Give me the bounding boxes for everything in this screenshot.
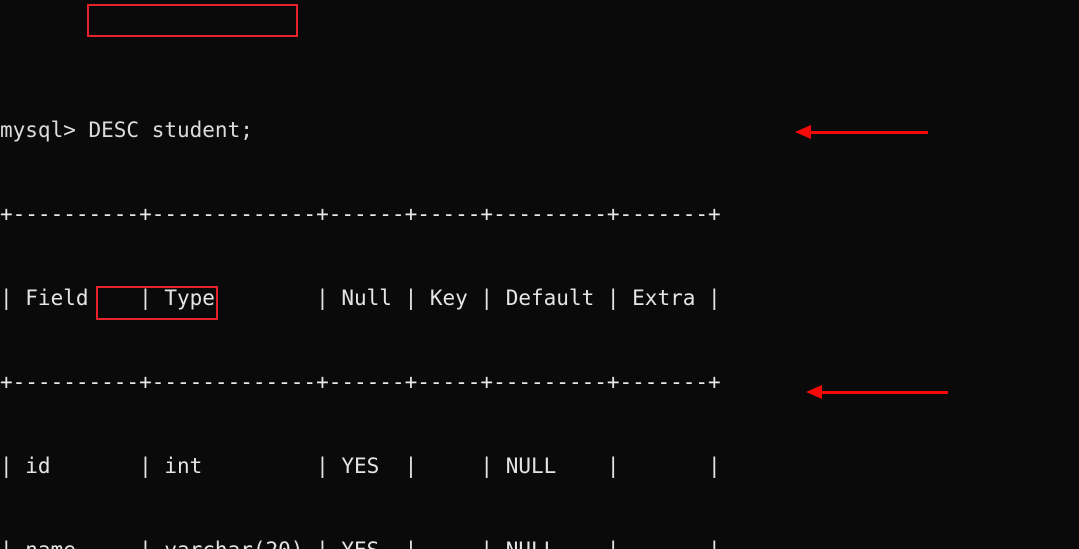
annotation-arrow-1 (795, 124, 928, 140)
table-1-top-rule: +----------+-------------+------+-----+-… (0, 202, 721, 226)
terminal-output: mysql> DESC student; +----------+-------… (0, 118, 721, 549)
arrow-shaft (816, 391, 948, 394)
annotation-arrow-2 (806, 384, 948, 400)
arrow-shaft (805, 131, 928, 134)
arrow-head-icon (806, 385, 822, 399)
table-1-mid-rule: +----------+-------------+------+-----+-… (0, 370, 721, 394)
table-row: | name | varchar(20) | YES | | NULL | | (0, 536, 721, 549)
table-1-header-row: | Field | Type | Null | Key | Default | … (0, 286, 721, 310)
table-row: | id | int | YES | | NULL | | (0, 454, 721, 478)
arrow-head-icon (795, 125, 811, 139)
prompt-line-1: mysql> DESC student; (0, 118, 253, 142)
